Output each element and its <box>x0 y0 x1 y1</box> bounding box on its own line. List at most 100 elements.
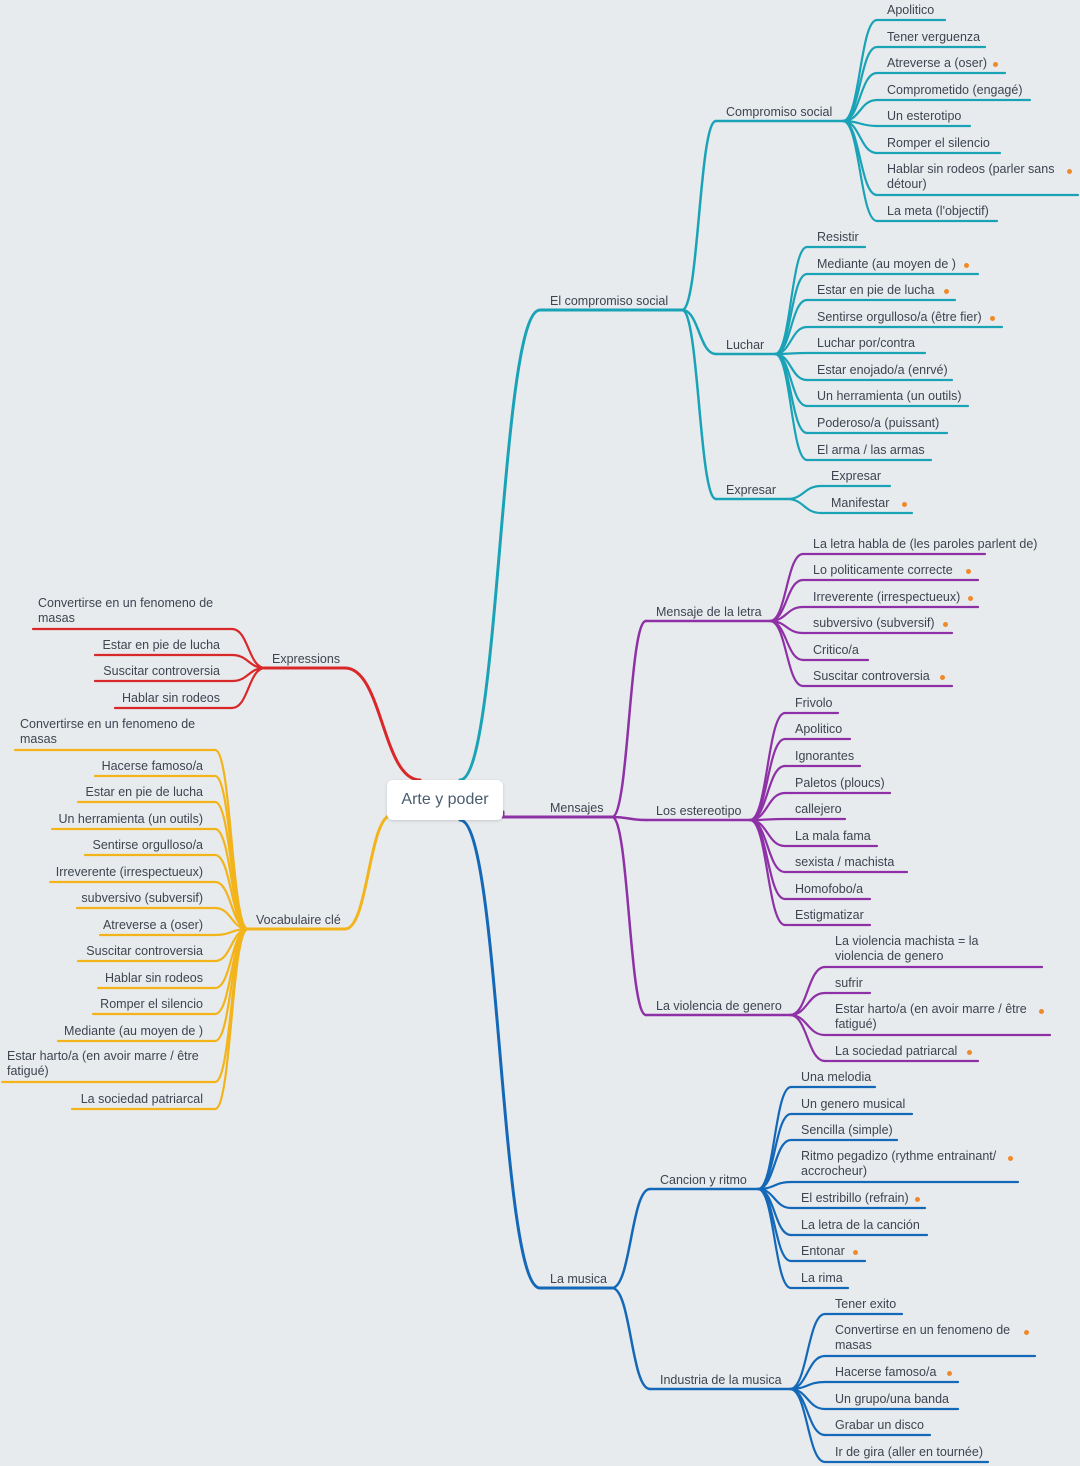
leaf-hablar-sin-rodeos[interactable]: Hablar sin rodeos <box>105 971 203 985</box>
leaf-sufrir[interactable]: sufrir <box>835 976 863 990</box>
leaf-sencilla-simple[interactable]: Sencilla (simple) <box>801 1123 893 1137</box>
leaf-hablar-sin-rodeos-parler-sans-detour[interactable]: Hablar sin rodeos (parler sans détour) <box>887 162 1055 191</box>
leaf-estar-harto-a-en-avoir-marre-etre-fatigue[interactable]: Estar harto/a (en avoir marre / être fat… <box>7 1049 199 1078</box>
leaf-el-estribillo-refrain[interactable]: El estribillo (refrain) <box>801 1191 909 1205</box>
leaf-grabar-un-disco[interactable]: Grabar un disco <box>835 1418 924 1432</box>
leaf-convertirse-en-un-fenomeno-de-masas[interactable]: Convertirse en un fenomeno de masas <box>835 1323 1011 1352</box>
leaf-estar-en-pie-de-lucha[interactable]: Estar en pie de lucha <box>102 638 220 652</box>
leaf-luchar-por-contra[interactable]: Luchar por/contra <box>817 336 915 350</box>
leaf-line <box>756 1187 793 1290</box>
leaf-subversivo-subversif[interactable]: subversivo (subversif) <box>813 616 935 630</box>
leaf-suscitar-controversia[interactable]: Suscitar controversia <box>103 664 220 678</box>
leaf-convertirse-en-un-fenomeno-de-masas[interactable]: Convertirse en un fenomeno de masas <box>20 717 196 746</box>
leaf-estar-harto-a-en-avoir-marre-etre-fatigue[interactable]: Estar harto/a (en avoir marre / être fat… <box>835 1002 1027 1031</box>
sub-branch-line-expresar <box>680 308 718 501</box>
sub-branch-mensaje-de-la-letra[interactable]: Mensaje de la letra <box>656 605 762 619</box>
leaf-una-melodia[interactable]: Una melodia <box>801 1070 872 1084</box>
branch-expressions[interactable]: Expressions <box>272 652 341 666</box>
leaf-sentirse-orgulloso-a-etre-fier[interactable]: Sentirse orgulloso/a (être fier) <box>817 310 982 324</box>
leaf-comprometido-engage[interactable]: Comprometido (engagé) <box>887 83 1023 97</box>
leaf-entonar[interactable]: Entonar <box>801 1244 845 1258</box>
leaf-tener-verguenza[interactable]: Tener verguenza <box>887 30 981 44</box>
leaf-lo-politicamente-correcte[interactable]: Lo politicamente correcte <box>813 563 953 577</box>
leaf-line <box>756 1112 793 1191</box>
leaf-tener-exito[interactable]: Tener exito <box>835 1297 897 1311</box>
leaf-sentirse-orgulloso-a[interactable]: Sentirse orgulloso/a <box>92 838 203 852</box>
leaf-hablar-sin-rodeos[interactable]: Hablar sin rodeos <box>122 691 220 705</box>
leaf-la-violencia-machista-la-violencia-de-genero[interactable]: La violencia machista = la violencia de … <box>835 934 979 963</box>
leaf-irreverente-irrespectueux[interactable]: Irreverente (irrespectueux) <box>55 865 203 879</box>
sub-branch-compromiso-social[interactable]: Compromiso social <box>726 105 833 119</box>
leaf-la-meta-l-objectif[interactable]: La meta (l'objectif) <box>887 204 989 218</box>
leaf-apolitico[interactable]: Apolitico <box>887 3 935 17</box>
branch-el-compromiso-social[interactable]: El compromiso social <box>550 294 669 308</box>
leaf-la-letra-habla-de-les-paroles-parlent-de[interactable]: La letra habla de (les paroles parlent d… <box>813 537 1038 551</box>
leaf-irreverente-irrespectueux[interactable]: Irreverente (irrespectueux) <box>813 590 961 604</box>
sub-branch-line-industria-de-la-musica <box>610 1286 652 1391</box>
leaf-manifestar[interactable]: Manifestar <box>831 496 890 510</box>
leaf-critico-a[interactable]: Critico/a <box>813 643 859 657</box>
leaf-ignorantes[interactable]: Ignorantes <box>795 749 855 763</box>
leaf-convertirse-en-un-fenomeno-de-masas[interactable]: Convertirse en un fenomeno de masas <box>38 596 214 625</box>
leaf-un-herramienta-un-outils[interactable]: Un herramienta (un outils) <box>817 389 962 403</box>
sub-branch-industria-de-la-musica[interactable]: Industria de la musica <box>660 1373 782 1387</box>
leaf-frivolo[interactable]: Frivolo <box>795 696 833 710</box>
leaf-line <box>841 119 879 197</box>
leaf-ritmo-pegadizo-rythme-entrainant-accrocheur[interactable]: Ritmo pegadizo (rythme entrainant/ accro… <box>801 1149 997 1178</box>
leaf-mediante-au-moyen-de[interactable]: Mediante (au moyen de ) <box>64 1024 203 1038</box>
leaf-apolitico[interactable]: Apolitico <box>795 722 843 736</box>
leaf-la-sociedad-patriarcal[interactable]: La sociedad patriarcal <box>80 1092 203 1106</box>
leaf-romper-el-silencio[interactable]: Romper el silencio <box>100 997 203 1011</box>
leaf-resistir[interactable]: Resistir <box>817 230 859 244</box>
leaf-line <box>788 1354 827 1391</box>
leaf-hacerse-famoso-a[interactable]: Hacerse famoso/a <box>101 759 203 773</box>
leaf-la-rima[interactable]: La rima <box>801 1271 843 1285</box>
leaf-subversivo-subversif[interactable]: subversivo (subversif) <box>81 891 203 905</box>
leaf-homofobo-a[interactable]: Homofobo/a <box>795 882 864 896</box>
sub-branch-los-estereotipo[interactable]: Los estereotipo <box>656 804 742 818</box>
leaf-paletos-ploucs[interactable]: Paletos (ploucs) <box>795 776 885 790</box>
leaf-callejero[interactable]: callejero <box>795 802 842 816</box>
sub-branch-luchar[interactable]: Luchar <box>726 338 765 352</box>
branch-mensajes[interactable]: Mensajes <box>550 801 604 815</box>
root-node[interactable]: Arte y poder <box>387 780 503 820</box>
leaf-sexista-machista[interactable]: sexista / machista <box>795 855 895 869</box>
sub-branch-line-mensaje-de-la-letra <box>610 619 648 819</box>
leaf-la-letra-de-la-cancion[interactable]: La letra de la canción <box>801 1218 920 1232</box>
branch-vocabulaire-cle[interactable]: Vocabulaire clé <box>256 913 341 927</box>
leaf-hacerse-famoso-a[interactable]: Hacerse famoso/a <box>835 1365 937 1379</box>
leaf-atreverse-a-oser[interactable]: Atreverse a (oser) <box>887 56 988 70</box>
sub-branch-expresar[interactable]: Expresar <box>726 483 777 497</box>
priority-marker-dot <box>992 61 998 67</box>
leaf-el-arma-las-armas[interactable]: El arma / las armas <box>817 443 925 457</box>
branch-la-musica[interactable]: La musica <box>550 1272 607 1286</box>
leaf-romper-el-silencio[interactable]: Romper el silencio <box>887 136 990 150</box>
leaf-estigmatizar[interactable]: Estigmatizar <box>795 908 864 922</box>
priority-marker-dot <box>914 1196 920 1202</box>
leaf-mediante-au-moyen-de[interactable]: Mediante (au moyen de ) <box>817 257 956 271</box>
priority-marker-dot <box>852 1249 858 1255</box>
leaf-estar-en-pie-de-lucha[interactable]: Estar en pie de lucha <box>817 283 935 297</box>
leaf-estar-enojado-a-enrve[interactable]: Estar enojado/a (enrvé) <box>817 363 948 377</box>
priority-marker-dot <box>946 1370 952 1376</box>
leaf-un-genero-musical[interactable]: Un genero musical <box>801 1097 906 1111</box>
leaf-suscitar-controversia[interactable]: Suscitar controversia <box>813 669 930 683</box>
leaf-expresar[interactable]: Expresar <box>831 469 882 483</box>
leaf-line <box>748 818 787 927</box>
leaf-suscitar-controversia[interactable]: Suscitar controversia <box>86 944 203 958</box>
leaf-ir-de-gira-aller-en-tournee[interactable]: Ir de gira (aller en tournée) <box>835 1445 983 1459</box>
leaf-un-esterotipo[interactable]: Un esterotipo <box>887 109 962 123</box>
leaf-la-mala-fama[interactable]: La mala fama <box>795 829 871 843</box>
leaf-un-herramienta-un-outils[interactable]: Un herramienta (un outils) <box>58 812 203 826</box>
sub-branch-cancion-y-ritmo[interactable]: Cancion y ritmo <box>660 1173 747 1187</box>
sub-branch-la-violencia-de-genero[interactable]: La violencia de genero <box>656 999 782 1013</box>
leaf-estar-en-pie-de-lucha[interactable]: Estar en pie de lucha <box>85 785 203 799</box>
leaf-line <box>768 552 805 623</box>
leaf-la-sociedad-patriarcal[interactable]: La sociedad patriarcal <box>835 1044 958 1058</box>
leaf-line <box>213 800 250 931</box>
priority-marker-dot <box>901 501 907 507</box>
sub-branch-line-compromiso-social <box>680 119 718 312</box>
leaf-un-grupo-una-banda[interactable]: Un grupo/una banda <box>835 1392 949 1406</box>
leaf-atreverse-a-oser[interactable]: Atreverse a (oser) <box>102 918 203 932</box>
leaf-poderoso-a-puissant[interactable]: Poderoso/a (puissant) <box>817 416 940 430</box>
